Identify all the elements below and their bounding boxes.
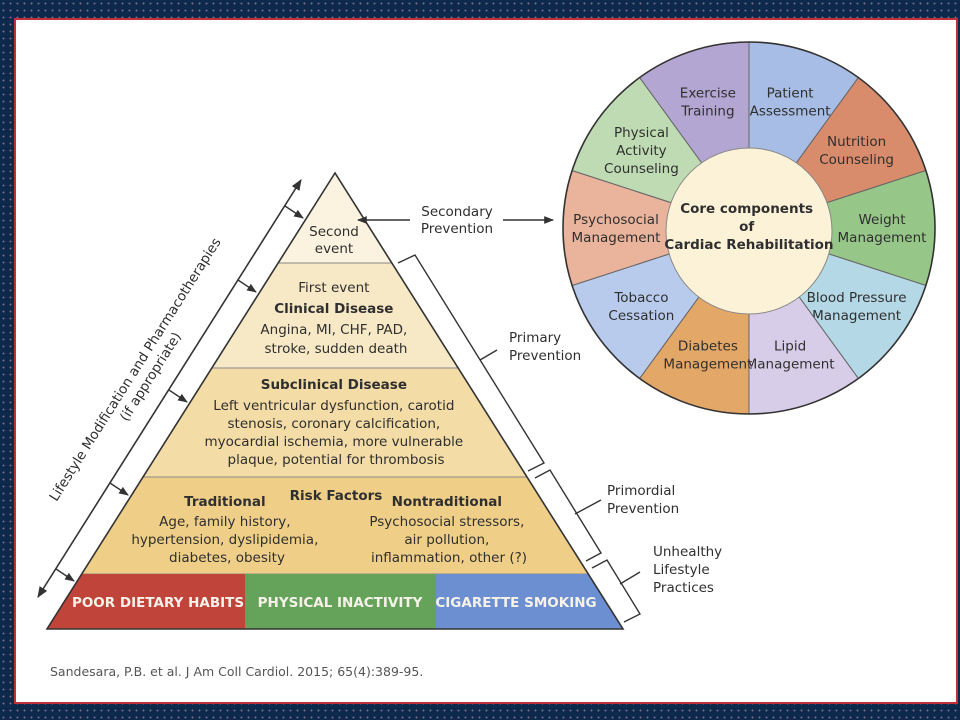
wheel-segment-label-line: Nutrition [827,134,886,150]
wheel-segment-label-line: Counseling [819,152,894,168]
citation: Sandesara, P.B. et al. J Am Coll Cardiol… [50,664,424,679]
wheel-segment-label-line: Exercise [680,86,736,102]
subclinical-title: Subclinical Disease [261,377,407,393]
unhealthy-label-line3: Practices [653,580,714,596]
wheel-segment-label-line: Blood Pressure [807,290,907,306]
unhealthy-bracket-tick [619,571,641,585]
second-event-line2: event [315,241,353,257]
unhealthy-bracket [591,559,641,623]
wheel-outline [562,41,936,415]
svg-text:First event Clinical Dis: First event Clinical Disease Angina, MI,… [260,280,411,357]
nontraditional-title: Nontraditional [392,494,502,510]
unhealthy-label-line2: Lifestyle [653,562,710,578]
wheel-segment-label-line: Management [572,230,661,246]
nontraditional-line1: Psychosocial stressors, [369,514,524,530]
subclinical-line3: myocardial ischemia, more vulnerable [204,434,463,450]
center-line2: of [739,219,754,235]
clinical-disease-title: Clinical Disease [274,301,393,317]
wheel-segment-label-line: Training [680,104,734,120]
nontraditional-line2: air pollution, [404,532,489,548]
wheel-segment-label-line: Management [663,356,752,372]
primordial-label-line2: Prevention [607,501,679,517]
wheel-segment-label-line: Physical [614,125,669,141]
band-label-diet: POOR DIETARY HABITS [72,595,244,611]
primary-bracket [397,254,545,472]
subclinical-line4: plaque, potential for thrombosis [228,452,445,468]
nontraditional-line3: inflammation, other (?) [371,550,527,566]
secondary-label-line1: Secondary [421,204,493,220]
arrow-tick-risk-factors [109,482,129,496]
primary-bracket-tick [479,349,498,361]
primary-label-line1: Primary [509,330,561,346]
arrow-tick-second-event [284,205,304,219]
band-cigarette-smoking [436,574,623,629]
wheel-segment-label-line: Patient [767,86,814,102]
arrow-tick-subclinical [168,389,188,403]
wheel-segment-label-line: Management [812,308,901,324]
wheel-segment-label-line: Assessment [750,104,831,120]
wheel-segment-label-line: Management [746,356,835,372]
secondary-label-line2: Prevention [421,221,493,237]
clinical-disease-line1: Angina, MI, CHF, PAD, [260,322,407,338]
wheel-segment-label-line: Diabetes [678,338,738,354]
second-event-line1: Second [309,224,359,240]
wheel-segment-label-line: Weight [858,212,905,228]
wheel-segment-label-line: Cessation [608,308,674,324]
wheel-segment-label-line: Management [838,230,927,246]
arrow-tick-first-event [237,279,257,293]
subclinical-line2: stenosis, coronary calcification, [228,416,441,432]
unhealthy-label-line1: Unhealthy [653,544,722,560]
wheel-segment-label-line: Activity [616,143,667,159]
wheel-segment-label-line: Counseling [604,161,679,177]
risk-factors-title: Risk Factors [290,488,383,504]
primary-label-line2: Prevention [509,348,581,364]
prevention-brackets [397,254,641,623]
primordial-label-line1: Primordial [607,483,675,499]
primordial-bracket-tick [574,499,602,515]
svg-text:Core components of Car: Core components of Cardiac Rehabilitatio… [664,201,833,253]
center-line1: Core components [680,201,813,217]
arrow-tick-lifestyle [55,568,75,582]
traditional-line2: hypertension, dyslipidemia, [131,532,318,548]
wheel-segment-label-line: Tobacco [613,290,668,306]
traditional-line1: Age, family history, [159,514,290,530]
clinical-disease-line2: stroke, sudden death [265,341,408,357]
wheel-segment-label-line: Lipid [774,338,806,354]
band-label-inactivity: PHYSICAL INACTIVITY [258,595,423,611]
center-line3: Cardiac Rehabilitation [664,237,833,253]
wheel-center [665,147,833,315]
traditional-title: Traditional [184,494,266,510]
first-event-title: First event [298,280,369,296]
wheel-segment-label-line: Psychosocial [573,212,659,228]
double-arrow-line [37,179,302,598]
band-label-smoking: CIGARETTE SMOKING [435,595,596,611]
primordial-bracket [534,469,602,562]
svg-text:Nontraditional Psychosoc: Nontraditional Psychosocial stressors, a… [369,494,528,566]
subclinical-line1: Left ventricular dysfunction, carotid [213,398,454,414]
traditional-line3: diabetes, obesity [169,550,285,566]
